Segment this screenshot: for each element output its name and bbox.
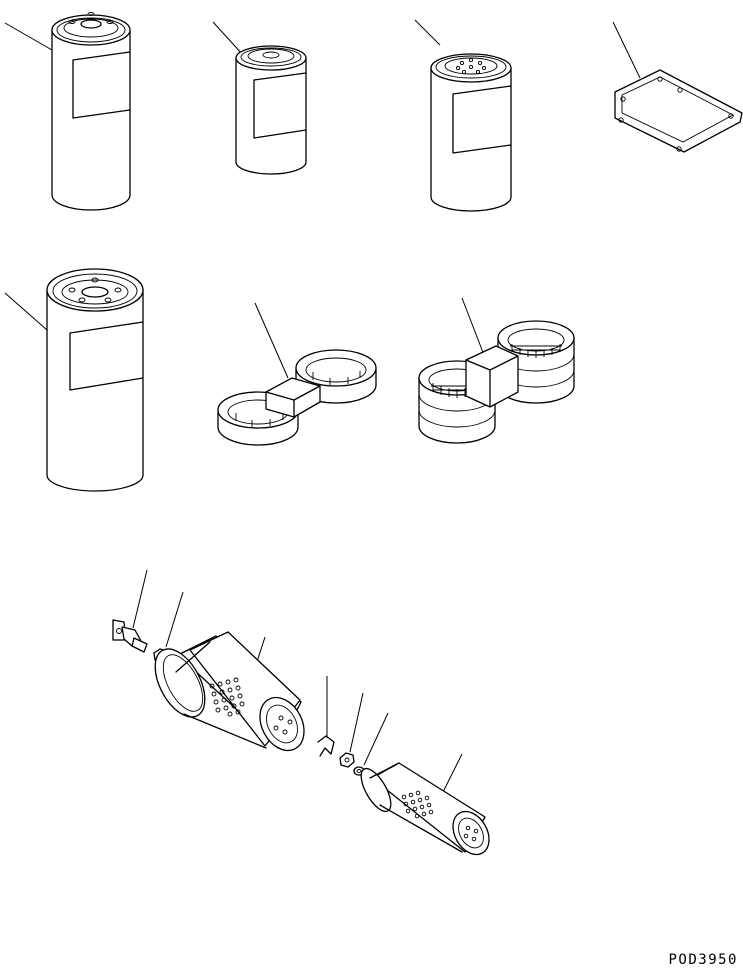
leader-line (132, 569, 148, 629)
gasket (612, 21, 743, 153)
leader-line (4, 22, 53, 51)
filter-element-small (360, 753, 490, 856)
leader-line (349, 692, 364, 753)
washer (353, 712, 389, 776)
spin-on-filter-large (4, 12, 131, 211)
filter-wrench-triple (418, 297, 575, 444)
leader-line (363, 712, 389, 766)
drawing-code: POD3950 (668, 952, 738, 968)
leader-line (612, 21, 641, 79)
spin-on-filter-small (212, 21, 307, 175)
leader-line (414, 19, 441, 46)
leader-line (4, 292, 48, 331)
leader-line (212, 21, 244, 56)
spin-on-filter-perforated (414, 19, 512, 212)
lock-nut (339, 692, 364, 768)
spring-clip (317, 676, 335, 757)
wing-bolt (112, 569, 148, 653)
filter-element-large (154, 631, 305, 752)
leader-line (461, 297, 485, 356)
leader-line (254, 302, 289, 379)
spin-on-filter-xlarge (4, 268, 144, 492)
filter-wrench-single (217, 302, 377, 446)
leader-line (165, 591, 184, 648)
